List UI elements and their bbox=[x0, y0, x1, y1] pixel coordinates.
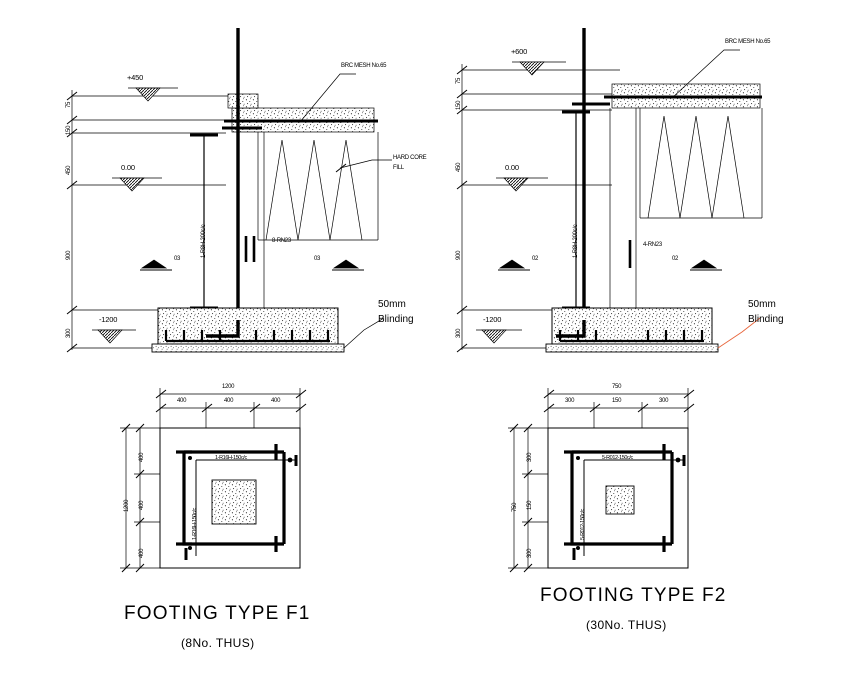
f2-blinding-note-line1: 50mm bbox=[748, 299, 776, 310]
f2-plan-mesh-label-left: 5-R012-150c/c bbox=[580, 509, 586, 540]
level-symbol-f2-top bbox=[512, 61, 566, 76]
f1-plan-dim-2: 400 bbox=[224, 398, 234, 404]
f1-blinding-note-line2: Blinding bbox=[378, 314, 414, 325]
f2-section bbox=[456, 28, 763, 353]
f2-plan-dim-2: 150 bbox=[612, 398, 622, 404]
f2-brc-mesh-note: BRC MESH No.65 bbox=[725, 39, 771, 45]
f2-section-mark-left-label: 02 bbox=[532, 256, 539, 262]
f1-subtitle: (8No. THUS) bbox=[181, 636, 255, 650]
f1-section-mark-left-label: 03 bbox=[174, 256, 181, 262]
f2-plan-side-dim-1: 300 bbox=[527, 452, 533, 462]
f1-level-top: +450 bbox=[127, 73, 144, 82]
f2-level-top: +600 bbox=[511, 47, 528, 56]
f1-vdim-75: 75 bbox=[66, 101, 72, 108]
level-symbol-f2-zero bbox=[496, 177, 548, 192]
f1-plan-side-dim-2: 400 bbox=[139, 500, 145, 510]
f1-level-zero: 0.00 bbox=[121, 163, 135, 172]
f1-level-bottom: -1200 bbox=[99, 315, 118, 324]
f1-bar-label-link: 1-R8H-200c/c bbox=[201, 224, 207, 258]
f1-vdim-300: 300 bbox=[66, 328, 72, 338]
level-symbol-f1-top bbox=[128, 87, 178, 102]
f2-vdim-450: 450 bbox=[456, 162, 462, 172]
level-symbol-f1-zero bbox=[112, 177, 162, 192]
f2-plan-dim-1: 300 bbox=[565, 398, 575, 404]
f1-brc-mesh-note: BRC MESH No.65 bbox=[341, 63, 387, 69]
f1-title: FOOTING TYPE F1 bbox=[124, 603, 311, 624]
f1-plan bbox=[120, 388, 307, 573]
f1-bar-label-main: 8-RN23 bbox=[272, 238, 291, 244]
f2-blinding-note-line2: Blinding bbox=[748, 314, 784, 325]
level-symbol-f2-bottom bbox=[476, 329, 522, 344]
f1-plan-side-dim-3: 400 bbox=[139, 548, 145, 558]
section-mark-left-f2 bbox=[498, 259, 530, 271]
f2-vdim-75: 75 bbox=[456, 77, 462, 84]
f1-section-mark-right-label: 03 bbox=[314, 256, 321, 262]
f1-plan-dim-1: 400 bbox=[177, 398, 187, 404]
f1-plan-side-overall-dim: 1200 bbox=[124, 499, 130, 512]
f1-plan-side-dim-1: 400 bbox=[139, 452, 145, 462]
f2-plan-dim-3: 300 bbox=[659, 398, 669, 404]
section-mark-left-f1 bbox=[140, 259, 172, 271]
f2-plan-side-dim-3: 300 bbox=[527, 548, 533, 558]
f1-section bbox=[66, 28, 392, 353]
f2-vdim-900: 900 bbox=[456, 250, 462, 260]
f2-vdim-300: 300 bbox=[456, 328, 462, 338]
f1-hardcore-note-line1: HARD CORE bbox=[393, 155, 427, 161]
f2-level-zero: 0.00 bbox=[505, 163, 519, 172]
f2-plan-mesh-label-top: 5-R012-150c/c bbox=[602, 455, 633, 461]
f2-plan bbox=[508, 388, 695, 573]
f2-bar-label-link: 1-R8H-200c/c bbox=[573, 224, 579, 258]
f1-vdim-900: 900 bbox=[66, 250, 72, 260]
f2-vdim-150: 150 bbox=[456, 100, 462, 110]
f2-plan-overall-dim: 750 bbox=[612, 384, 622, 390]
f1-vdim-450: 450 bbox=[66, 165, 72, 175]
section-mark-right-f1 bbox=[332, 259, 364, 271]
level-symbol-f1-bottom bbox=[92, 329, 136, 344]
f2-subtitle: (30No. THUS) bbox=[586, 618, 667, 632]
f1-plan-mesh-label-left: 1-R16H-150c/c bbox=[192, 508, 198, 540]
f1-hardcore-note-line2: FILL bbox=[393, 165, 404, 171]
section-mark-right-f2 bbox=[690, 259, 722, 271]
f2-plan-side-overall-dim: 750 bbox=[512, 502, 518, 512]
f1-plan-overall-dim: 1200 bbox=[222, 384, 235, 390]
f2-plan-side-dim-2: 150 bbox=[527, 500, 533, 510]
f1-plan-mesh-label-top: 1-R16H-150c/c bbox=[215, 455, 247, 461]
f2-level-bottom: -1200 bbox=[483, 315, 502, 324]
f2-section-mark-right-label: 02 bbox=[672, 256, 679, 262]
f2-bar-label-main: 4-RN23 bbox=[643, 242, 662, 248]
f1-vdim-150: 150 bbox=[66, 125, 72, 135]
f2-title: FOOTING TYPE F2 bbox=[540, 585, 727, 606]
f1-blinding-note-line1: 50mm bbox=[378, 299, 406, 310]
f1-plan-dim-3: 400 bbox=[271, 398, 281, 404]
